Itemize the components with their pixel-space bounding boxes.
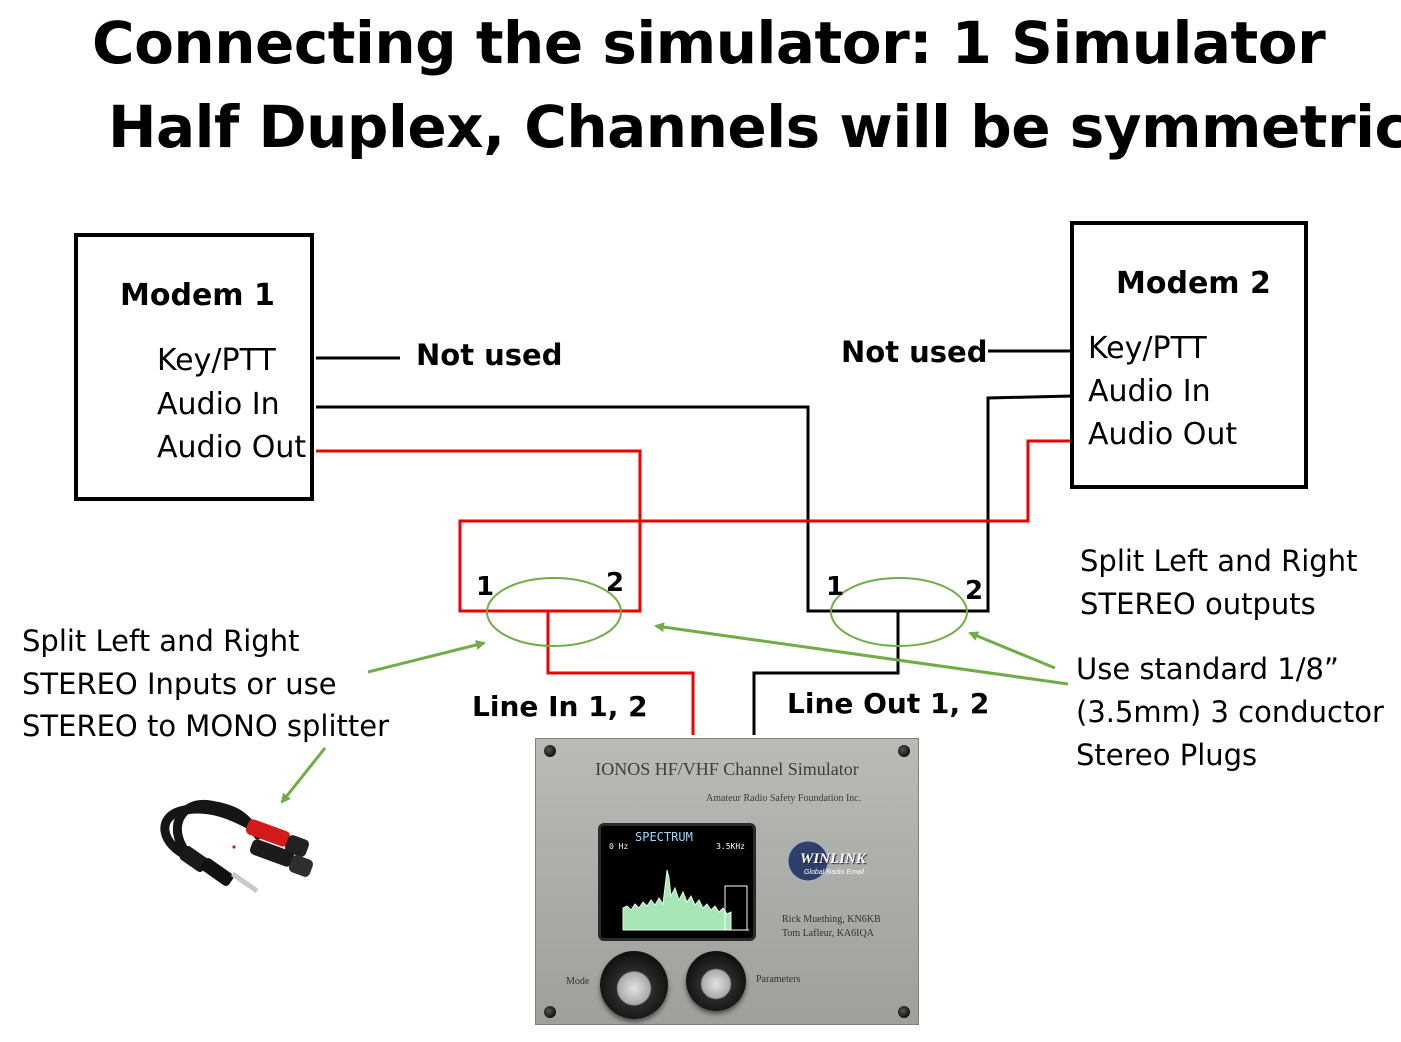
note-right-bottom-line-1: Use standard 1/8” [1076, 652, 1339, 686]
splitter-red-dot [232, 845, 236, 849]
screw [544, 745, 556, 757]
note-right-bottom-line-3: Stereo Plugs [1076, 738, 1258, 772]
wire-m2-audio-out [458, 439, 1072, 613]
splitter-red-jack-end [284, 835, 310, 857]
splitter-red-jack [245, 819, 291, 847]
mode-label: Mode [566, 976, 590, 987]
channel-simulator-device: IONOS HF/VHF Channel Simulator Amateur R… [535, 738, 919, 1025]
line-out-connector [830, 577, 968, 647]
modem-1-audio-in: Audio In [157, 387, 280, 422]
modem-2-audio-in: Audio In [1088, 374, 1211, 409]
stereo-splitter-cable-image [160, 799, 314, 894]
wire-m1-audio-out [316, 449, 642, 613]
note-right-top-line-1: Split Left and Right [1080, 544, 1358, 578]
winlink-logo: WINLINK Global Radio Email [786, 837, 878, 887]
screw [898, 745, 910, 757]
arrow-to-line-in [367, 640, 486, 674]
title-line-1: Connecting the simulator: 1 Simulator [92, 9, 1326, 77]
modem-1-ptt: Key/PTT [157, 343, 276, 378]
line-in-connector [486, 577, 622, 647]
not-used-right-label: Not used [841, 335, 988, 369]
modem-2-audio-out: Audio Out [1088, 417, 1238, 452]
line-out-ch2: 2 [965, 576, 984, 606]
wire-m2-audio-in [898, 394, 1073, 613]
wire-m1-audio-in [316, 405, 898, 613]
splitter-plug-shaft [230, 871, 259, 894]
splitter-black-jack [249, 839, 295, 867]
line-out-label: Line Out 1, 2 [787, 687, 990, 720]
modem-2-title: Modem 2 [1116, 266, 1271, 301]
arrow-to-line-out [968, 631, 1056, 670]
splitter-black-jack-end [288, 855, 314, 877]
note-left-line-1: Split Left and Right [22, 624, 300, 658]
device-credit-2: Tom Lafleur, KA6IQA [782, 928, 874, 939]
spectrum-low-freq: 0 Hz [609, 842, 629, 851]
arrow-to-line-in-right [654, 622, 1069, 686]
spectrum-bars [622, 869, 732, 931]
note-right-bottom-line-2: (3.5mm) 3 conductor [1076, 695, 1384, 729]
device-credit-1: Rick Muething, KN6KB [782, 914, 881, 925]
wire-line-in [546, 611, 695, 735]
modem-2-ptt: Key/PTT [1088, 331, 1207, 366]
device-org: Amateur Radio Safety Foundation Inc. [706, 793, 862, 804]
not-used-left-label: Not used [416, 338, 563, 372]
spectrum-high-freq: 3.5KHz [716, 842, 745, 851]
spectrum-title: SPECTRUM [635, 830, 693, 844]
screw [898, 1006, 910, 1018]
arrow-to-splitter [280, 747, 327, 804]
spectrum-screen: SPECTRUM 0 Hz 3.5KHz [598, 823, 756, 941]
splitter-plug-body [200, 858, 234, 886]
mode-knob[interactable] [600, 951, 668, 1019]
screw [544, 1006, 556, 1018]
line-in-ch2: 2 [606, 568, 625, 598]
line-in-label: Line In 1, 2 [472, 690, 648, 723]
device-name: IONOS HF/VHF Channel Simulator [595, 759, 859, 779]
parameters-label: Parameters [756, 974, 801, 985]
spectrum-trace [622, 869, 749, 931]
parameters-knob[interactable] [686, 951, 746, 1011]
modem-2-box [1070, 221, 1308, 489]
winlink-logo-subtitle: Global Radio Email [804, 869, 864, 876]
modem-1-audio-out: Audio Out [157, 430, 307, 465]
line-in-ch1: 1 [476, 572, 495, 602]
wire-line-out [752, 611, 900, 735]
line-out-ch1: 1 [826, 572, 845, 602]
title-line-2: Half Duplex, Channels will be symmetric [108, 93, 1401, 161]
note-left-line-2: STEREO Inputs or use [22, 667, 337, 701]
modem-1-box [74, 233, 314, 501]
note-right-top-line-2: STEREO outputs [1080, 587, 1316, 621]
note-left-line-3: STEREO to MONO splitter [22, 709, 390, 743]
modem-1-title: Modem 1 [120, 278, 275, 313]
splitter-cable-2 [172, 799, 263, 862]
winlink-logo-text: WINLINK [800, 851, 866, 867]
